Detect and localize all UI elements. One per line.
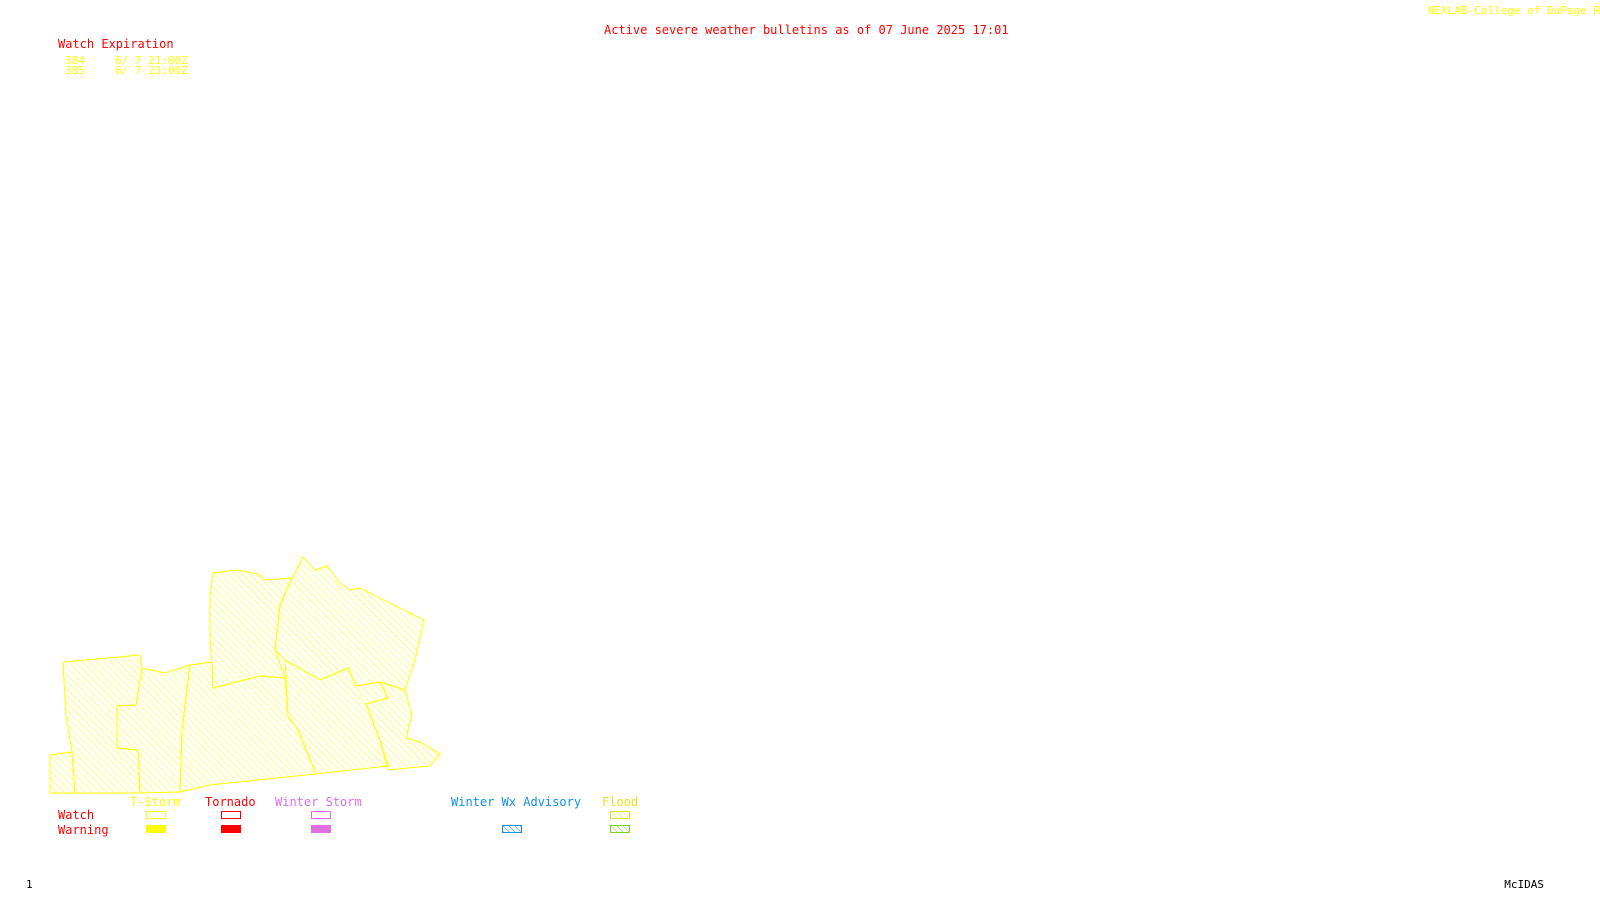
watch-number: 384	[65, 54, 85, 67]
page-title: Active severe weather bulletins as of 07…	[604, 23, 1009, 37]
flood-warning-swatch	[610, 825, 630, 833]
legend-tstorm-label: T-Storm	[130, 795, 181, 809]
watch-expiration-heading: Watch Expiration	[58, 37, 174, 51]
brand-label: NEXLAB-College of DuPage R	[1427, 4, 1600, 17]
winter-storm-warning-swatch	[311, 825, 331, 833]
county-shape	[365, 681, 441, 771]
winter-advisory-swatch	[502, 825, 522, 833]
tstorm-watch-swatch	[146, 811, 166, 819]
watch-row: 384 6/ 7 21:00Z	[65, 54, 188, 67]
tornado-warning-swatch	[221, 825, 241, 833]
county-shape	[209, 569, 293, 689]
legend-warning-row-label: Warning	[58, 823, 109, 837]
flood-watch-swatch	[610, 811, 630, 819]
county-shape	[116, 664, 191, 794]
watch-number: 385	[65, 64, 85, 77]
legend-flood-label: Flood	[602, 795, 639, 809]
legend-tornado-label: Tornado	[205, 795, 256, 809]
frame-number: 1	[26, 878, 33, 891]
legend-winter-storm-label: Winter Storm	[275, 795, 362, 809]
winter-storm-watch-swatch	[311, 811, 331, 819]
tstorm-warning-swatch	[146, 825, 166, 833]
software-label: McIDAS	[1504, 878, 1544, 891]
watch-expiry: 6/ 7 21:00Z	[115, 54, 188, 67]
county-shape	[49, 751, 76, 794]
legend-watch-row-label: Watch	[58, 808, 95, 822]
watch-expiry: 6/ 7 23:00Z	[115, 64, 188, 77]
tornado-watch-swatch	[221, 811, 241, 819]
watch-row: 385 6/ 7 23:00Z	[65, 64, 188, 77]
legend-winter-advisory-label: Winter Wx Advisory	[451, 795, 582, 809]
county-shape	[274, 556, 425, 691]
